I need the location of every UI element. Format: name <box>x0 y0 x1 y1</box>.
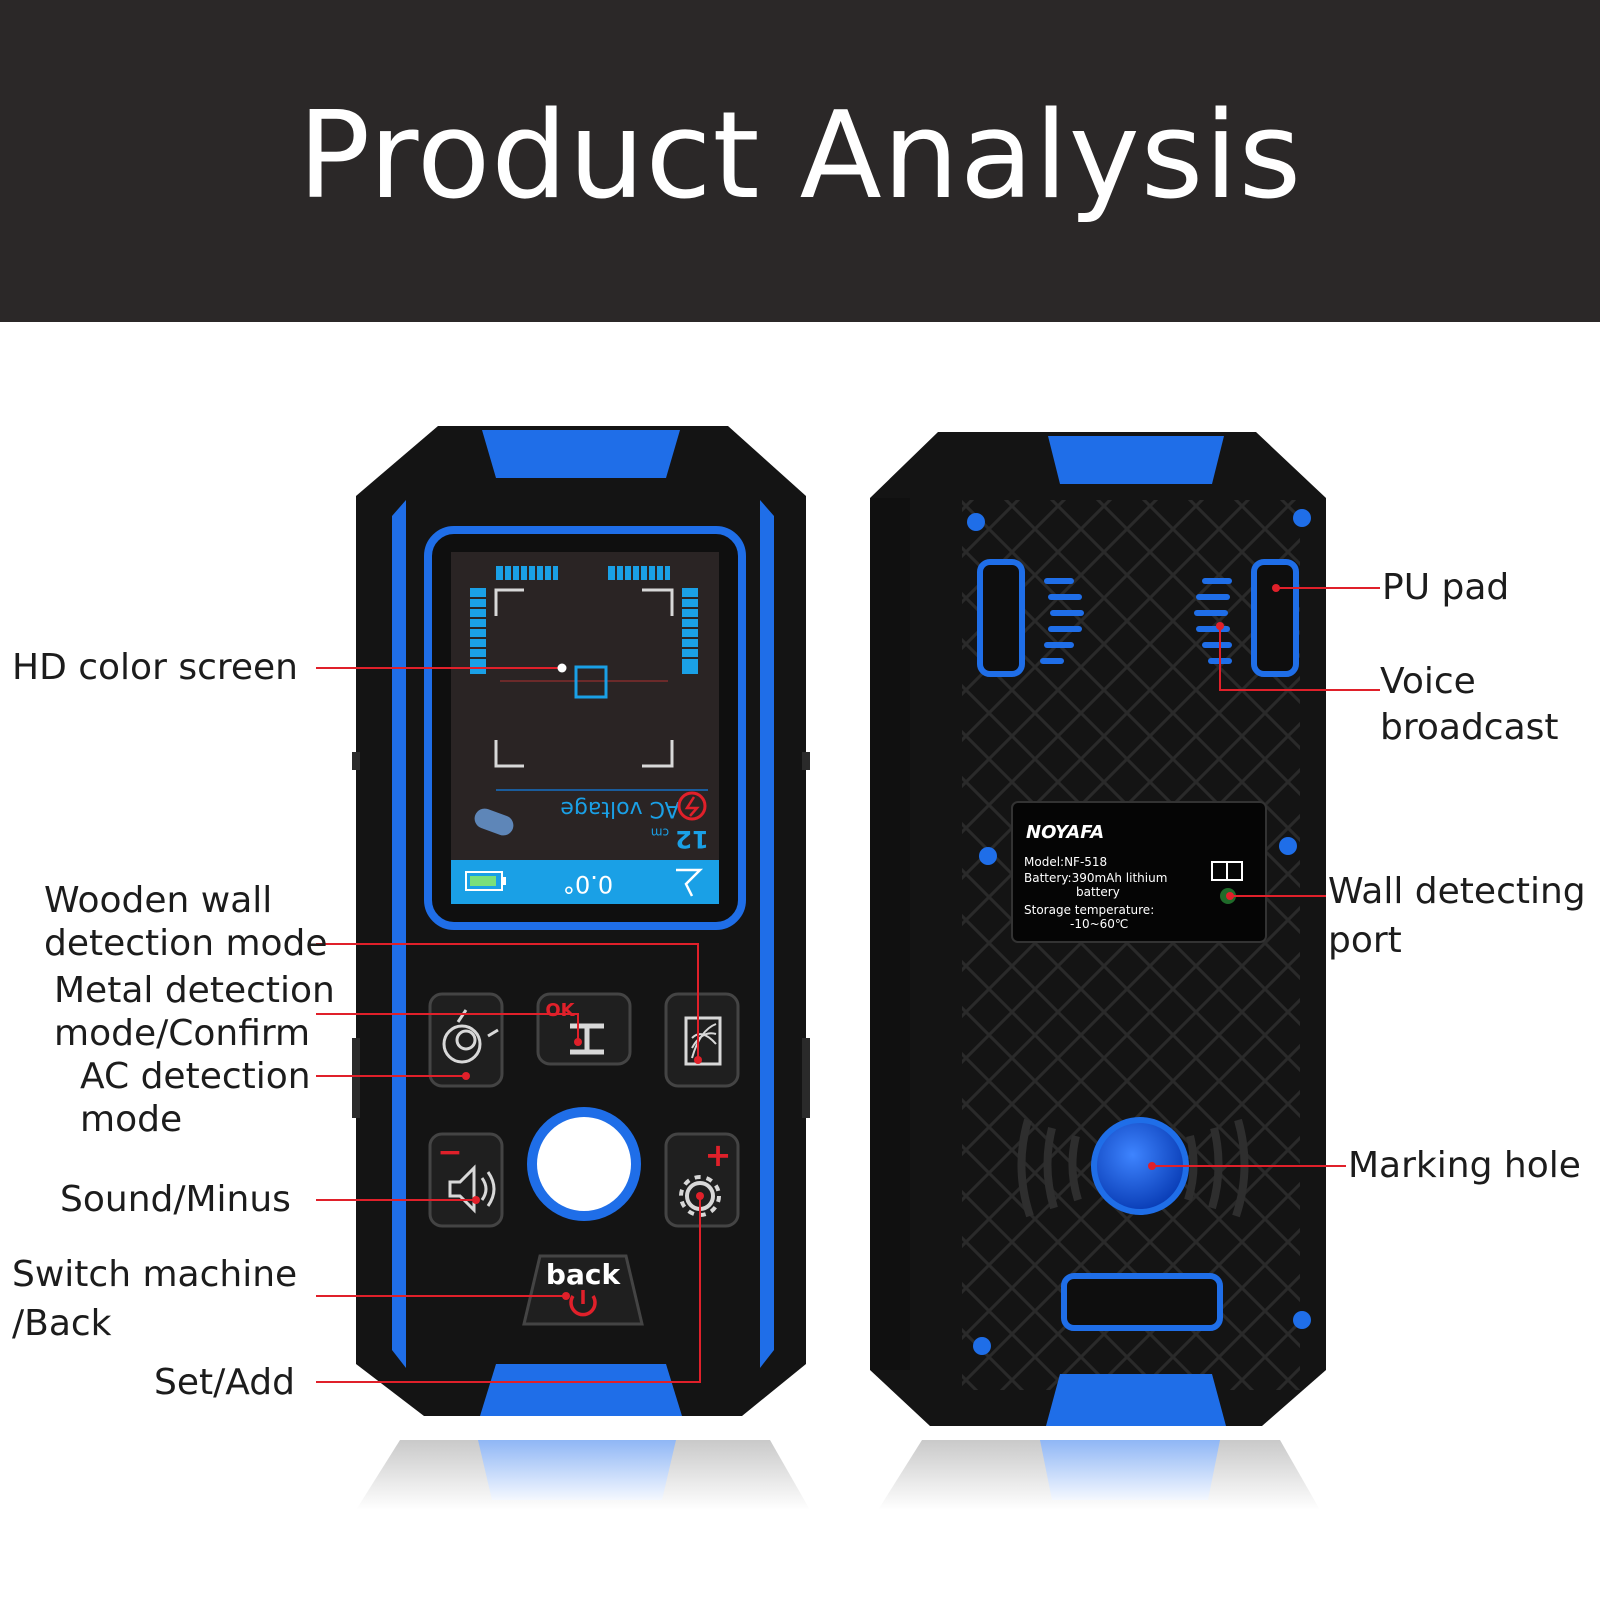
label-pu-pad: PU pad <box>1382 567 1510 608</box>
set-add-button[interactable]: + <box>664 1132 740 1228</box>
front-top-bumper <box>482 430 680 478</box>
pu-pad-left <box>977 559 1025 677</box>
sound-minus-button[interactable]: − <box>428 1132 504 1228</box>
center-sensor-button[interactable] <box>527 1107 641 1221</box>
wooden-wall-button[interactable] <box>664 992 740 1088</box>
front-device: AC voltage 12 cm 0.0° OK <box>352 426 810 1416</box>
metal-detection-ok-button[interactable]: OK <box>536 992 632 1066</box>
wood-grain-icon <box>684 1016 722 1066</box>
label-ac-line2: mode <box>80 1099 183 1140</box>
front-reflection <box>356 1440 810 1510</box>
ok-label: OK <box>545 1000 575 1021</box>
manual-book-icon <box>1211 861 1243 881</box>
label-marking-hole: Marking hole <box>1348 1145 1581 1186</box>
title-banner: Product Analysis <box>0 0 1600 322</box>
label-wall-port-line1: Wall detecting <box>1328 871 1586 912</box>
speaker-icon <box>448 1164 476 1214</box>
product-label <box>1011 801 1267 943</box>
label-switch-line2: /Back <box>12 1303 112 1344</box>
target-crosshair <box>494 588 674 768</box>
plus-sign: + <box>705 1136 732 1174</box>
label-voice-line1: Voice <box>1380 661 1476 702</box>
model-text: Model:NF-518 <box>1024 855 1107 869</box>
screen-status-value: 0.0° <box>563 870 613 898</box>
voice-broadcast-grill <box>1194 578 1232 664</box>
label-voice-line2: broadcast <box>1380 707 1559 748</box>
battery-text-2: battery <box>1076 885 1120 899</box>
pu-pad-right <box>1251 559 1299 677</box>
ac-detection-button[interactable] <box>428 992 504 1088</box>
bottom-slot <box>1061 1273 1223 1331</box>
sound-off-icon <box>676 868 704 897</box>
label-hd-color-screen: HD color screen <box>12 647 298 688</box>
front-bottom-bumper <box>480 1364 682 1416</box>
label-metal-line1: Metal detection <box>54 970 335 1011</box>
minus-sign: − <box>437 1135 462 1170</box>
brand-logo: NOYAFA <box>1026 822 1104 843</box>
label-sound-minus: Sound/Minus <box>60 1179 291 1220</box>
label-wall-port-line2: port <box>1328 920 1402 961</box>
ac-warning-icon <box>677 791 707 821</box>
storage-range-text: -10~60℃ <box>1070 917 1128 931</box>
screws <box>967 509 1311 1355</box>
callout-lines <box>316 587 1380 1383</box>
back-device: NOYAFA Model:NF-518 Battery:390mAh lithi… <box>870 432 1326 1426</box>
back-reflection <box>878 1440 1320 1510</box>
power-back-button[interactable]: back <box>522 1254 644 1326</box>
label-switch-line1: Switch machine <box>12 1254 298 1295</box>
cable-icon <box>474 808 514 836</box>
screen-reading-unit: cm <box>651 826 669 840</box>
power-icon <box>569 1295 597 1317</box>
label-metal-line2: mode/Confirm <box>54 1013 311 1054</box>
battery-text: Battery:390mAh lithium <box>1024 871 1167 885</box>
metal-beam-icon <box>570 1023 604 1055</box>
screen-mode-text: AC voltage <box>560 796 679 821</box>
page-title: Product Analysis <box>297 87 1303 226</box>
label-set-add: Set/Add <box>154 1362 295 1403</box>
screen-reading-value: 12 <box>675 825 708 853</box>
callout-dots <box>557 663 567 673</box>
callout-dots-red <box>462 584 1280 1300</box>
label-wooden-wall-line1: Wooden wall <box>44 880 273 921</box>
back-bottom-bumper <box>1046 1374 1226 1426</box>
back-top-bumper <box>1048 436 1224 484</box>
speaker-grill-left <box>1040 578 1084 664</box>
label-wooden-wall-line2: detection mode <box>44 923 328 964</box>
label-ac-line1: AC detection <box>80 1056 311 1097</box>
back-label: back <box>546 1258 622 1291</box>
storage-text: Storage temperature: <box>1024 903 1154 917</box>
